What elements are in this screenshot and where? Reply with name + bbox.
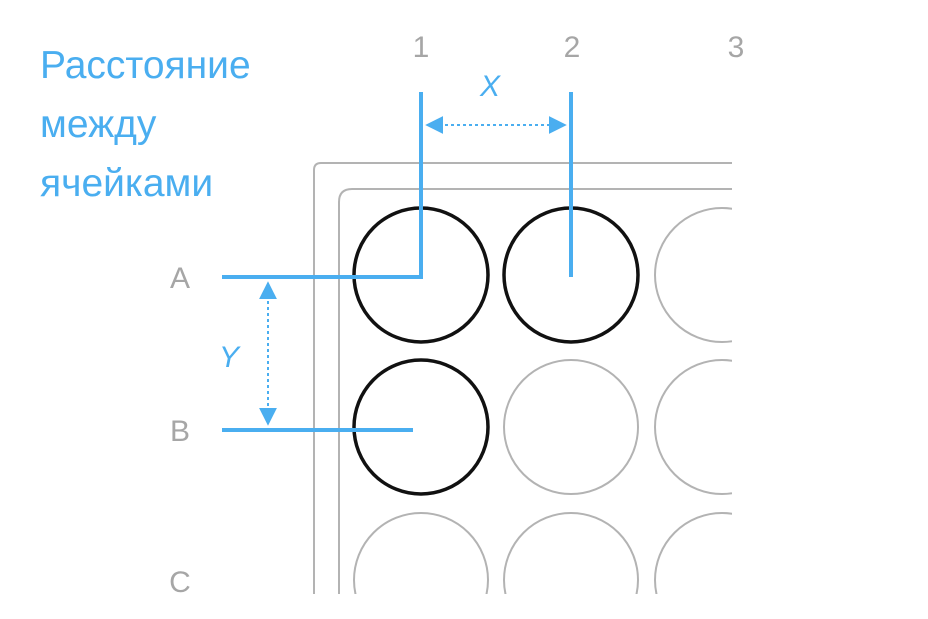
- well-b1: [352, 358, 490, 496]
- center-guides: [222, 92, 573, 432]
- well-c1: [353, 512, 489, 594]
- column-label-3: 3: [728, 31, 745, 64]
- well-b3: [654, 359, 732, 495]
- plate: [313, 162, 732, 594]
- diagram-title: Расстояние между ячейками: [40, 36, 251, 213]
- title-line-1: Расстояние: [40, 44, 251, 87]
- column-label-1: 1: [413, 31, 430, 64]
- well-c2: [503, 512, 639, 594]
- dimension-y-label: Y: [219, 341, 241, 374]
- well-a3: [654, 207, 732, 343]
- title-line-2: между: [40, 103, 157, 146]
- guide-a1: [222, 92, 423, 279]
- plate-outer-edge: [313, 162, 732, 594]
- well-b2: [503, 359, 639, 495]
- plate-inner-edge: [338, 188, 732, 594]
- title-line-3: ячейками: [40, 162, 214, 205]
- dimension-x-label: X: [479, 70, 501, 103]
- row-label-b: B: [170, 415, 190, 448]
- well-c3: [654, 512, 732, 594]
- row-label-c: C: [169, 566, 191, 599]
- column-label-2: 2: [564, 31, 581, 64]
- row-label-a: A: [170, 262, 190, 295]
